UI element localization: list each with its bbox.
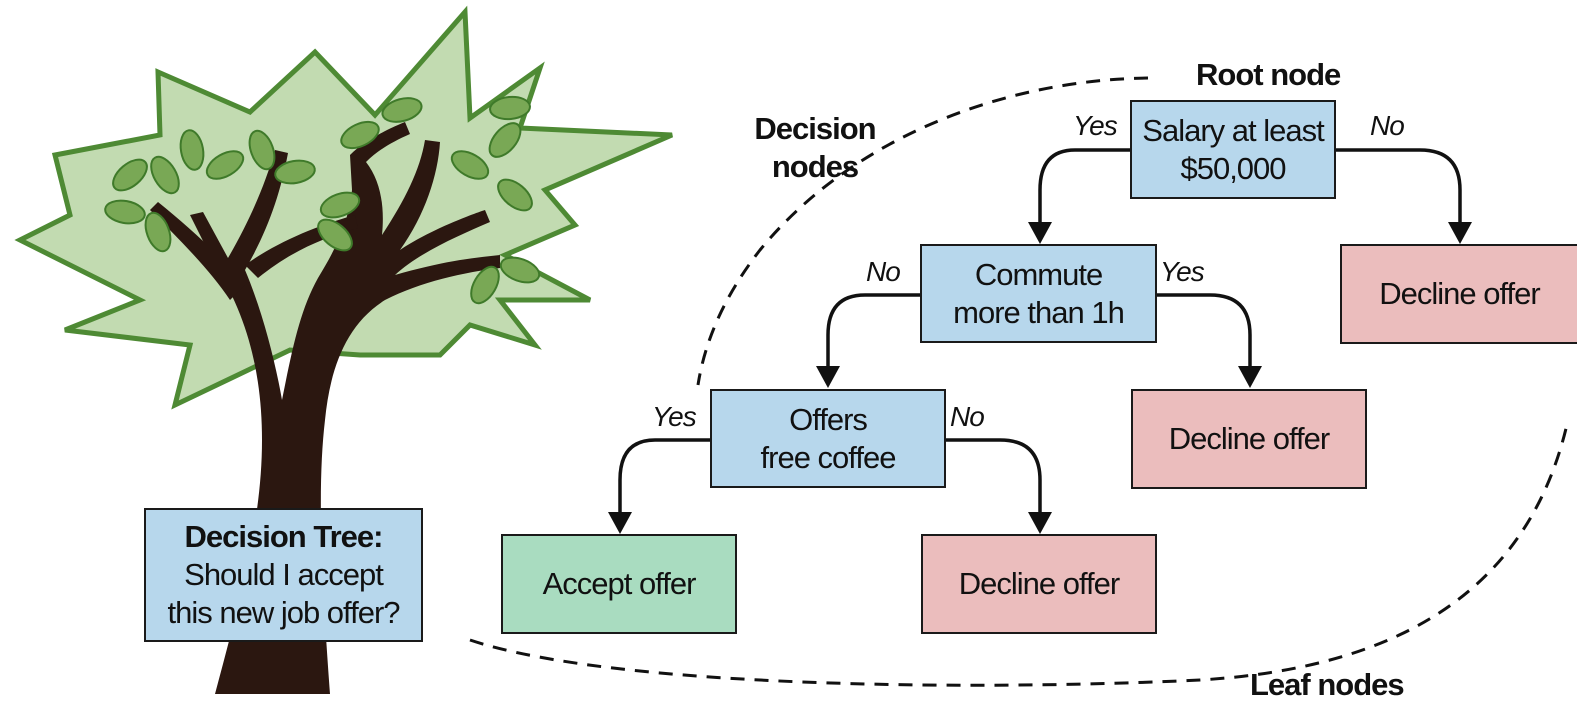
arrowhead-root-no bbox=[1448, 222, 1472, 244]
commute-node: Commute more than 1h bbox=[920, 244, 1157, 343]
edge-coffee-yes bbox=[618, 438, 710, 518]
edge-label-root-no: No bbox=[1370, 110, 1405, 141]
edge-commute-yes bbox=[1157, 293, 1252, 372]
arrowhead-commute-no bbox=[816, 366, 840, 388]
edge-commute-no bbox=[826, 293, 920, 372]
edge-coffee-no bbox=[946, 438, 1042, 518]
tree-branch-left bbox=[150, 202, 245, 300]
title-line-1: Decision Tree: bbox=[184, 519, 384, 554]
edge-label-commute-yes: Yes bbox=[1160, 256, 1205, 287]
leaf-decline-coffee-no: Decline offer bbox=[921, 534, 1157, 634]
leaf-nodes-callout-line bbox=[469, 419, 1570, 687]
edge-label-commute-no: No bbox=[866, 256, 901, 287]
tree-leaves bbox=[104, 95, 541, 305]
edge-root-yes bbox=[1038, 148, 1130, 228]
commute-node-line-1: Commute bbox=[974, 256, 1103, 292]
coffee-node-line-2: free coffee bbox=[760, 439, 897, 475]
leaf-nodes-callout: Leaf nodes bbox=[1250, 667, 1405, 702]
title-line-3: this new job offer? bbox=[167, 595, 400, 630]
coffee-node-line-1: Offers bbox=[789, 401, 868, 437]
arrowhead-coffee-yes bbox=[608, 512, 632, 534]
decision-nodes-callout: Decision nodes bbox=[745, 110, 885, 186]
leaf-decline-root-no: Decline offer bbox=[1340, 244, 1577, 344]
coffee-node: Offers free coffee bbox=[710, 389, 946, 488]
root-node-callout: Root node bbox=[1196, 57, 1341, 92]
diagram-title-box: Decision Tree: Should I accept this new … bbox=[144, 508, 423, 642]
edge-label-coffee-yes: Yes bbox=[652, 401, 697, 432]
root-node: Salary at least $50,000 bbox=[1130, 100, 1336, 199]
decision-nodes-callout-line bbox=[696, 76, 1149, 386]
commute-node-line-2: more than 1h bbox=[953, 294, 1125, 330]
edge-label-coffee-no: No bbox=[950, 401, 985, 432]
root-node-line-2: $50,000 bbox=[1180, 150, 1286, 186]
edge-root-no bbox=[1336, 148, 1462, 228]
edge-label-root-yes: Yes bbox=[1073, 110, 1118, 141]
title-line-2: Should I accept bbox=[184, 557, 384, 592]
leaf-accept-coffee-yes: Accept offer bbox=[501, 534, 737, 634]
arrowhead-root-yes bbox=[1028, 222, 1052, 244]
arrowhead-coffee-no bbox=[1028, 512, 1052, 534]
arrowhead-commute-yes bbox=[1238, 366, 1262, 388]
decision-nodes-callout-text: Decision nodes bbox=[754, 111, 876, 184]
leaf-decline-commute-yes: Decline offer bbox=[1131, 389, 1367, 489]
root-node-line-1: Salary at least bbox=[1142, 112, 1324, 148]
